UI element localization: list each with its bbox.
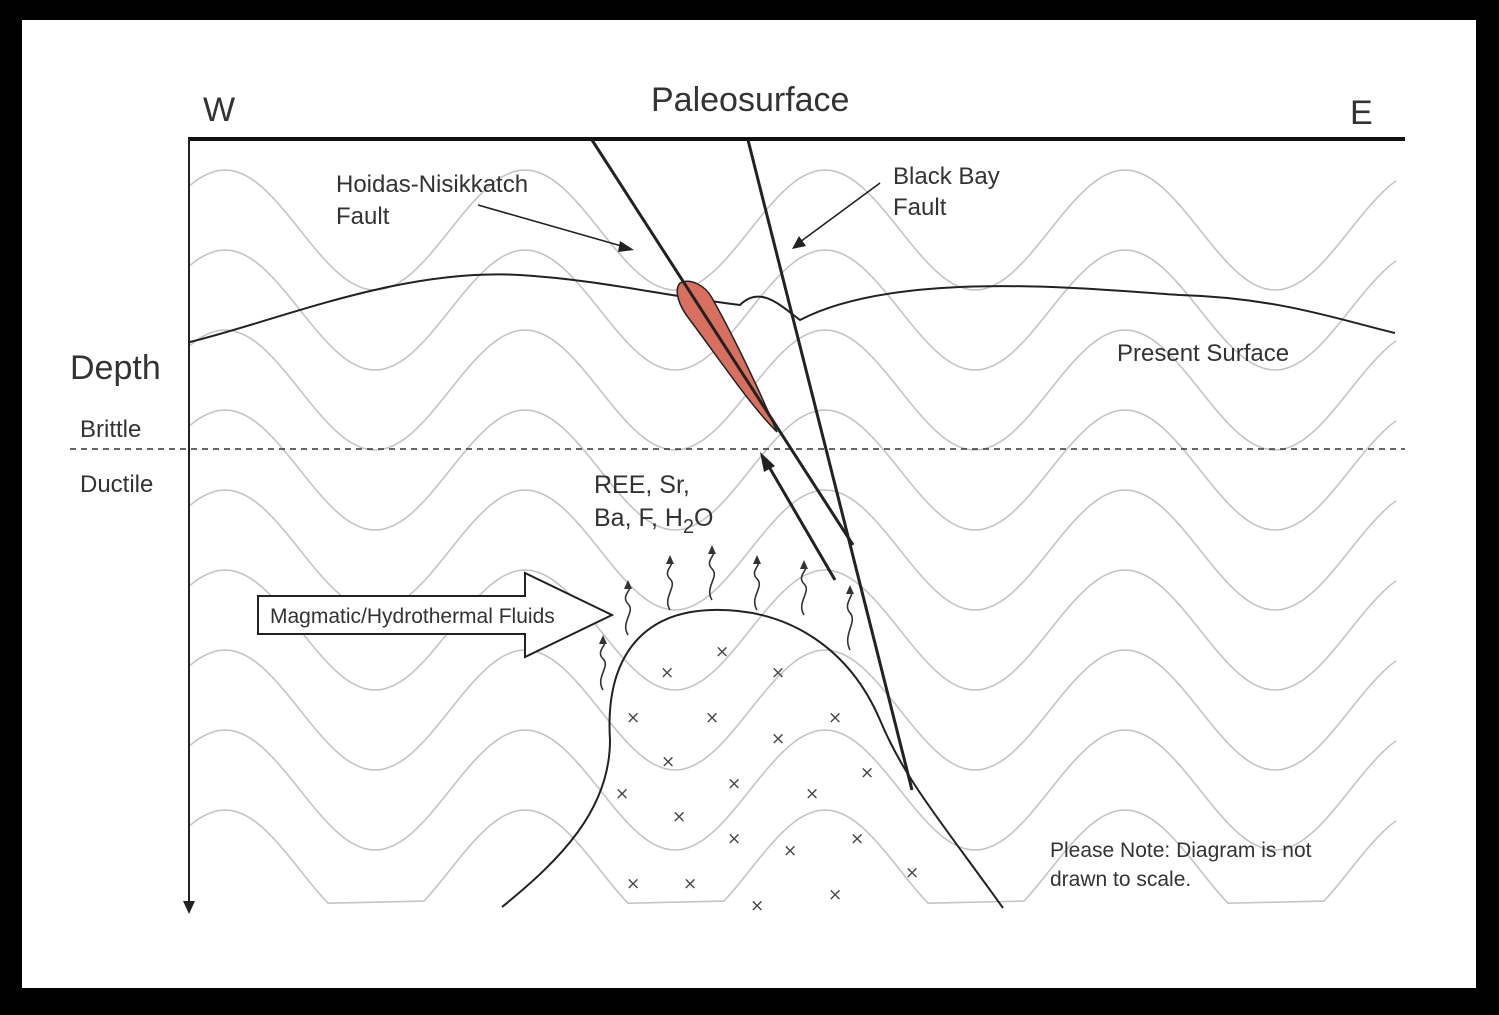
wavy-up-arrow-icon bbox=[624, 586, 632, 636]
fold-line bbox=[189, 329, 1397, 451]
ductile-label: Ductile bbox=[80, 471, 153, 498]
hoidas-label-line2: Fault bbox=[336, 203, 390, 230]
hoidas-pointer-arrowhead bbox=[618, 241, 634, 252]
elements-label-line1: REE, Sr, bbox=[594, 471, 690, 499]
hoidas-label-line1: Hoidas-Nisikkatch bbox=[336, 171, 528, 198]
hoidas-nisikkatch-fault-line bbox=[590, 139, 855, 546]
fluid-upflow-arrowhead bbox=[760, 452, 775, 472]
x-mark-icon: × bbox=[705, 708, 719, 728]
elements-text-b: O bbox=[694, 504, 713, 532]
fold-line bbox=[189, 809, 1397, 905]
note-line2: drawn to scale. bbox=[1050, 868, 1191, 891]
x-mark-icon: × bbox=[727, 829, 741, 849]
blackbay-pointer-arrowhead bbox=[792, 236, 806, 249]
inner-panel bbox=[22, 20, 1476, 988]
x-mark-icon: × bbox=[750, 896, 764, 916]
wavy-up-arrowhead bbox=[666, 555, 674, 564]
elements-label-line2: Ba, F, H2O bbox=[594, 504, 714, 538]
x-mark-icon: × bbox=[771, 663, 785, 683]
fluid-squiggle-arrows bbox=[599, 545, 854, 691]
x-mark-icon: × bbox=[805, 784, 819, 804]
ore-body bbox=[676, 280, 778, 433]
wavy-up-arrow-icon bbox=[666, 561, 674, 611]
wavy-up-arrow-icon bbox=[846, 591, 854, 651]
wavy-up-arrow-icon bbox=[800, 566, 808, 616]
depth-label: Depth bbox=[70, 349, 161, 387]
wavy-up-arrowhead bbox=[708, 545, 716, 554]
x-mark-icon: × bbox=[715, 642, 729, 662]
wavy-up-arrowhead bbox=[624, 580, 632, 589]
blackbay-label-line2: Fault bbox=[893, 194, 947, 221]
hoidas-pointer-line bbox=[477, 204, 626, 248]
wavy-up-arrowhead bbox=[599, 635, 607, 644]
fold-line bbox=[189, 649, 1397, 771]
present-surface-label: Present Surface bbox=[1117, 340, 1289, 367]
west-label: W bbox=[203, 91, 235, 129]
wavy-up-arrowhead bbox=[846, 585, 854, 594]
x-mark-icon: × bbox=[905, 863, 919, 883]
x-mark-icon: × bbox=[828, 708, 842, 728]
x-mark-icon: × bbox=[771, 729, 785, 749]
x-mark-icon: × bbox=[727, 774, 741, 794]
x-mark-icon: × bbox=[828, 885, 842, 905]
x-mark-icon: × bbox=[661, 752, 675, 772]
blackbay-pointer-line bbox=[799, 182, 881, 243]
x-mark-icon: × bbox=[615, 784, 629, 804]
x-mark-icon: × bbox=[626, 874, 640, 894]
wavy-up-arrowhead bbox=[753, 555, 761, 564]
x-mark-icon: × bbox=[850, 829, 864, 849]
black-bay-fault-line bbox=[746, 139, 914, 791]
intrusion-x-marks: × × × × × × × × × × × × × × × × × × × × × bbox=[615, 642, 919, 916]
fluids-block-arrow bbox=[257, 571, 615, 659]
depth-axis-arrowhead bbox=[183, 901, 195, 914]
wavy-up-arrow-icon bbox=[753, 561, 761, 611]
blackbay-label-line1: Black Bay bbox=[893, 163, 1000, 190]
fold-line bbox=[189, 569, 1397, 691]
brittle-label: Brittle bbox=[80, 416, 141, 443]
note-line1: Please Note: Diagram is not bbox=[1050, 839, 1312, 862]
wavy-up-arrow-icon bbox=[708, 551, 716, 601]
x-mark-icon: × bbox=[626, 708, 640, 728]
fold-line bbox=[189, 729, 1397, 851]
elements-text-a: Ba, F, H bbox=[594, 504, 683, 532]
fluids-label: Magmatic/Hydrothermal Fluids bbox=[270, 605, 555, 628]
fold-line bbox=[189, 249, 1397, 371]
fold-line bbox=[189, 409, 1397, 531]
x-mark-icon: × bbox=[660, 663, 674, 683]
x-mark-icon: × bbox=[672, 807, 686, 827]
east-label: E bbox=[1350, 94, 1373, 132]
x-mark-icon: × bbox=[860, 763, 874, 783]
fluid-upflow-arrow-shaft bbox=[766, 464, 837, 581]
elements-subscript: 2 bbox=[683, 516, 694, 538]
wavy-up-arrow-icon bbox=[599, 641, 607, 691]
x-mark-icon: × bbox=[683, 874, 697, 894]
present-surface-line bbox=[189, 273, 1396, 343]
paleosurface-label: Paleosurface bbox=[651, 81, 849, 119]
x-mark-icon: × bbox=[783, 841, 797, 861]
wavy-up-arrowhead bbox=[800, 560, 808, 569]
